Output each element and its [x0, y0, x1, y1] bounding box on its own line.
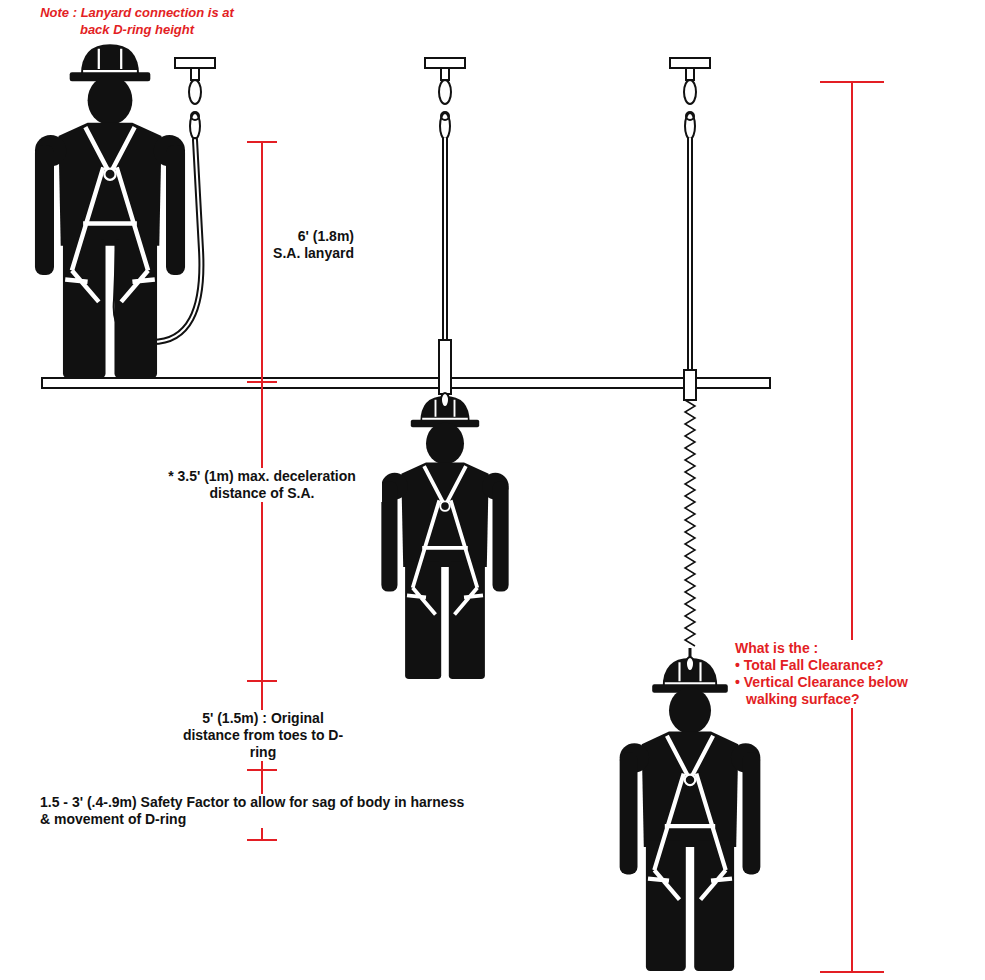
deployed-absorber-coil: [685, 400, 695, 646]
worker-standing: [35, 44, 185, 378]
anchor-point: [670, 58, 710, 139]
worker-falling: [381, 396, 508, 679]
anchor-point: [425, 58, 465, 139]
dimension-label: * 3.5' (1m) max. deceleration distance o…: [142, 468, 382, 502]
shock-absorber-torn: [684, 370, 696, 400]
anchor-point: [175, 58, 215, 139]
dimension-label: 5' (1.5m) : Original distance from toes …: [182, 710, 344, 761]
question-text: What is the :: [735, 640, 935, 657]
d-ring-hook: [441, 393, 449, 407]
coil-stroke: [685, 400, 695, 646]
d-ring-hook: [686, 657, 694, 671]
shock-absorber: [439, 340, 451, 394]
dimension-label: 6' (1.8m) S.A. lanyard: [268, 228, 354, 262]
dimension-line-total: [820, 82, 884, 972]
note-text: Note : Lanyard connection is at back D-r…: [28, 4, 246, 38]
question-text: • Total Fall Clearance?: [735, 657, 946, 674]
taut-lanyard: [690, 138, 691, 372]
dimension-label: 1.5 - 3' (.4-.9m) Safety Factor to allow…: [40, 794, 472, 828]
question-text: • Vertical Clearance below walking surfa…: [735, 674, 946, 708]
walking-surface: [42, 378, 770, 388]
